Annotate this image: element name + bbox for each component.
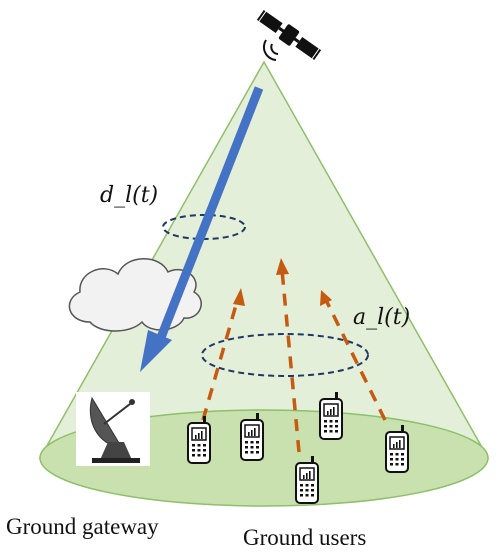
uplink-arrowhead [233,288,245,306]
uplink-arrow [324,299,387,421]
mobile-phone-icon [187,415,211,464]
uplink-arrow [201,297,240,421]
uplink-arrows [201,269,387,453]
arrival-rate-label: a_l(t) [353,305,410,330]
mobile-phone-icon [240,412,264,461]
mobile-phone-icon [319,391,343,440]
uplink-queue-ellipse [201,333,369,377]
uplink-arrow [280,269,301,453]
users-caption: Ground users [243,525,366,550]
mobile-phone-icon [295,455,319,504]
ground-coverage-area [39,409,489,507]
downlink-rate-label: d_l(t) [100,183,158,208]
downlink-arrow [140,86,264,372]
uplink-arrowhead [320,290,332,306]
uplink-arrowhead [276,258,289,275]
signal-waves-icon [263,39,279,61]
mobile-phone-icon [385,424,409,473]
satellite-icon [256,10,322,60]
gateway-caption: Ground gateway [6,514,159,539]
satellite-dish-icon [76,392,150,466]
